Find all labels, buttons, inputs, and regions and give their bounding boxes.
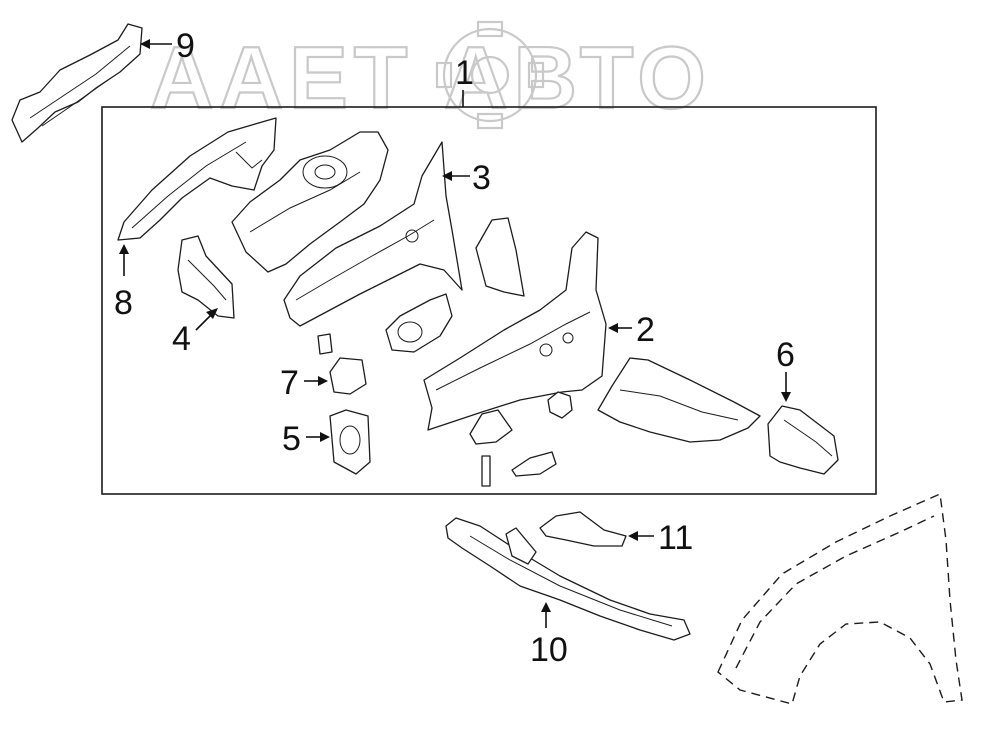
part-11-bracket	[539, 511, 627, 547]
callout-11-arrow	[628, 531, 638, 541]
watermark-gear-icon	[435, 20, 545, 130]
part-tab	[317, 333, 333, 355]
part-3-apron	[283, 141, 463, 327]
part-10-crossmember	[445, 517, 691, 641]
callout-7-label: 7	[280, 364, 299, 402]
part-small-bracket	[511, 451, 557, 477]
callout-6-label: 6	[776, 336, 795, 374]
callout-11-label: 11	[658, 519, 693, 557]
callout-3-arrow	[442, 171, 452, 181]
part-4-bracket	[177, 235, 235, 319]
callout-4-leader	[195, 313, 213, 331]
part-6-bracket	[767, 405, 839, 475]
callout-10-label: 10	[530, 631, 568, 669]
callout-4-arrow	[206, 308, 218, 319]
callout-5-label: 5	[282, 420, 301, 458]
part-gusset	[475, 217, 525, 297]
callout-1-label: 1	[455, 54, 474, 92]
callout-9-label: 9	[176, 27, 195, 65]
callout-2-label: 2	[636, 311, 655, 349]
part-bolt	[481, 455, 491, 487]
callout-2-arrow	[608, 323, 618, 333]
callout-4-label: 4	[172, 320, 191, 358]
part-5-bracket	[329, 409, 371, 475]
part-lower-clip	[469, 409, 513, 445]
part-mount-block	[385, 293, 453, 353]
callout-3-label: 3	[472, 159, 491, 197]
part-strut-tower	[231, 131, 389, 273]
part-9-radiator-support	[11, 23, 143, 143]
assembly-frame	[101, 106, 877, 495]
fender-outline	[717, 492, 963, 705]
watermark-text: ААЕТ АВТО	[150, 28, 712, 127]
callout-6-arrow	[781, 392, 791, 402]
callout-7-arrow	[318, 376, 328, 386]
callout-9-arrow	[140, 39, 150, 49]
part-wheelhouse-extension	[597, 357, 761, 443]
part-2-lower-rail	[423, 231, 607, 431]
callout-5-arrow	[320, 432, 330, 442]
part-8-upper-rail	[117, 117, 277, 241]
callout-8-label: 8	[114, 284, 133, 322]
part-7-clip	[329, 357, 367, 395]
part-nut	[547, 391, 573, 419]
callout-10-arrow	[541, 602, 551, 612]
callout-8-arrow	[119, 244, 129, 254]
watermark-logo: ААЕТ АВТО	[149, 20, 712, 130]
